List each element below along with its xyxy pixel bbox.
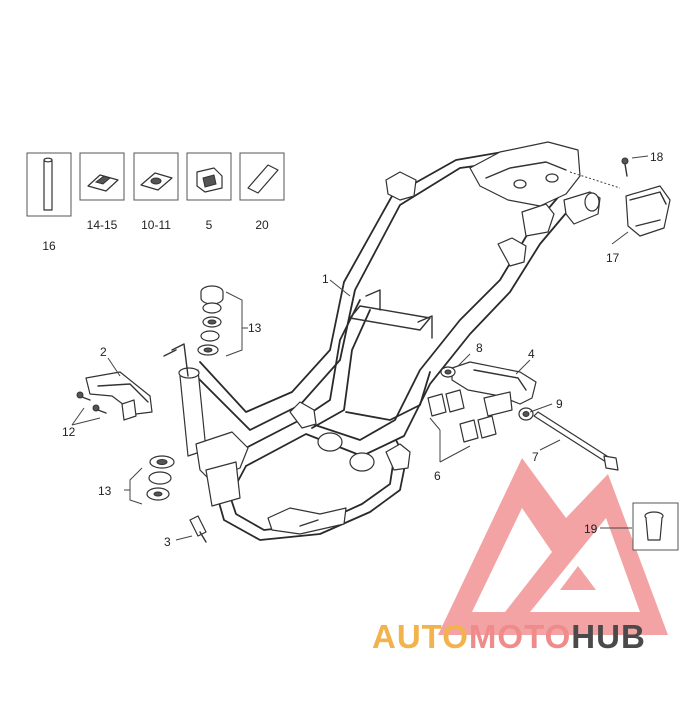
callout-1: 1 bbox=[322, 272, 329, 286]
part-18-screw bbox=[621, 157, 629, 177]
callout-7: 7 bbox=[532, 450, 539, 464]
thumbnail-label-14-15: 14-15 bbox=[87, 218, 118, 232]
callout-6: 6 bbox=[434, 469, 441, 483]
thumbnail-row: 16 14-15 10-11 5 20 bbox=[26, 152, 285, 253]
watermark-hub: HUB bbox=[571, 618, 646, 655]
callout-17: 17 bbox=[606, 251, 620, 265]
part-17-cover bbox=[625, 185, 671, 237]
watermark-moto: MOTO bbox=[469, 618, 571, 655]
part-3-bolt bbox=[189, 515, 207, 543]
callout-9: 9 bbox=[556, 397, 563, 411]
part-6-rubber-blocks bbox=[427, 389, 497, 443]
part-13-lower-bearings bbox=[146, 455, 175, 501]
part-13-upper-bearings bbox=[197, 285, 224, 356]
callout-13-upper: 13 bbox=[248, 321, 262, 335]
part-12-bolts bbox=[76, 391, 107, 414]
watermark-auto: AUTO bbox=[372, 618, 469, 655]
watermark-text: AUTOMOTOHUB bbox=[372, 618, 646, 655]
thumbnail-label-5: 5 bbox=[206, 218, 213, 232]
thumbnail-16 bbox=[26, 152, 72, 217]
callout-4: 4 bbox=[528, 347, 535, 361]
callout-13-lower: 13 bbox=[98, 484, 112, 498]
callout-2: 2 bbox=[100, 345, 107, 359]
thumbnail-14-15 bbox=[79, 152, 125, 201]
frame-assembly bbox=[163, 141, 601, 541]
part-8-bushing bbox=[440, 366, 456, 378]
thumbnail-label-16: 16 bbox=[42, 239, 56, 253]
callout-3: 3 bbox=[164, 535, 171, 549]
part-4-mount-link bbox=[451, 361, 537, 417]
part-7-long-bolt bbox=[533, 411, 619, 471]
thumbnail-5 bbox=[186, 152, 232, 201]
callout-19: 19 bbox=[584, 522, 598, 536]
callout-labels: 1 2 3 4 6 7 8 9 12 13 13 17 18 19 bbox=[62, 150, 664, 549]
watermark-logo bbox=[438, 458, 668, 635]
callout-8: 8 bbox=[476, 341, 483, 355]
thumbnail-20 bbox=[239, 152, 285, 201]
callout-18: 18 bbox=[650, 150, 664, 164]
part-9-washer bbox=[518, 407, 534, 421]
part-2-bracket bbox=[85, 371, 153, 421]
callout-12: 12 bbox=[62, 425, 76, 439]
thumbnail-10-11 bbox=[133, 152, 179, 201]
watermark-wordmark: AUTOMOTOHUB bbox=[372, 618, 646, 655]
leader-lines bbox=[71, 155, 649, 541]
part-19-cap bbox=[632, 502, 679, 551]
thumbnail-label-10-11: 10-11 bbox=[141, 218, 171, 232]
thumbnail-label-20: 20 bbox=[255, 218, 269, 232]
